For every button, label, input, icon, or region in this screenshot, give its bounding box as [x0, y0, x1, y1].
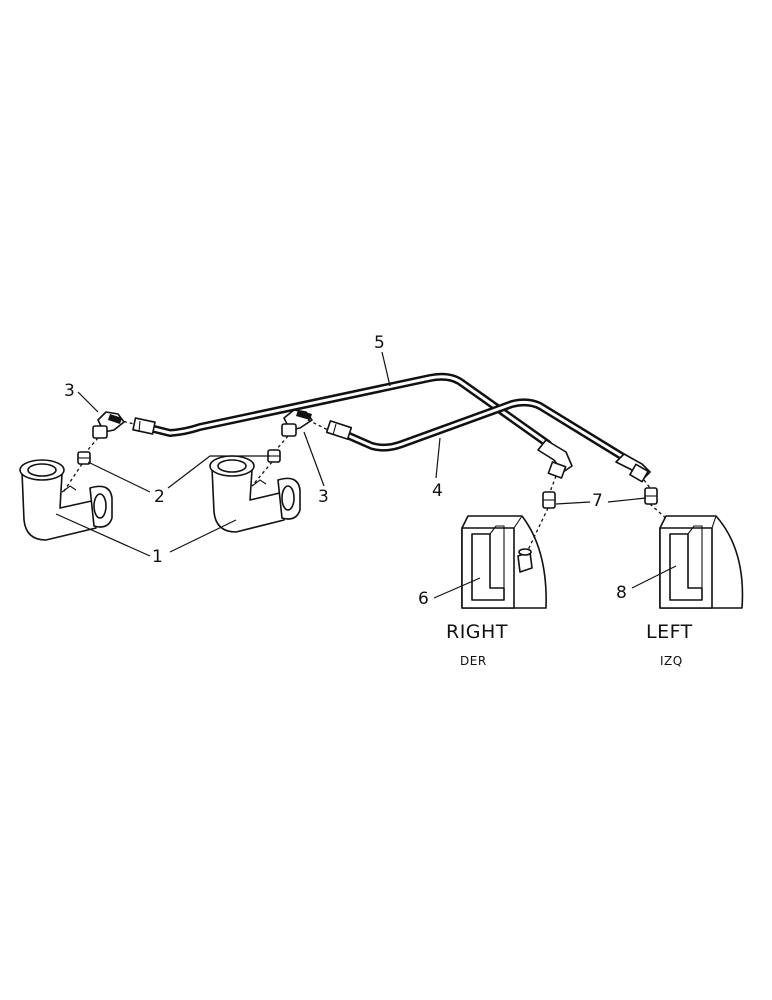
callout-7: 7 — [592, 491, 603, 511]
label-right: RIGHT — [446, 621, 508, 643]
elbow-housing-center — [209, 455, 301, 533]
elbow-fitting-left — [92, 411, 125, 439]
hose-5 — [146, 372, 552, 448]
assembly-dash-lines — [61, 419, 669, 551]
callout-2: 2 — [154, 487, 165, 507]
hose-5-end-fitting-right — [537, 439, 573, 479]
hose-5-end-fitting-left — [132, 417, 156, 435]
callout-8: 8 — [616, 583, 627, 603]
cylinder-right — [461, 515, 547, 609]
leader-lines — [55, 351, 677, 599]
elbow-housing-left — [19, 459, 113, 541]
callout-3-left: 3 — [64, 381, 75, 401]
callout-6: 6 — [418, 589, 429, 609]
adapter-left — [77, 451, 91, 465]
label-left-sub: IZQ — [660, 654, 683, 668]
label-right-sub: DER — [460, 654, 487, 668]
hose-4-end-fitting-left — [325, 420, 353, 440]
hose-4 — [336, 398, 632, 464]
adapter-right-cylinder — [542, 491, 556, 509]
elbow-fitting-center — [281, 409, 313, 437]
label-left: LEFT — [646, 621, 693, 643]
adapter-left-cylinder — [644, 487, 658, 505]
callout-5: 5 — [374, 333, 385, 353]
callout-4: 4 — [432, 481, 443, 501]
callout-3-center: 3 — [318, 487, 329, 507]
hose-4-end-fitting-right — [615, 453, 651, 483]
callout-1: 1 — [152, 547, 163, 567]
cylinder-left — [659, 515, 744, 609]
